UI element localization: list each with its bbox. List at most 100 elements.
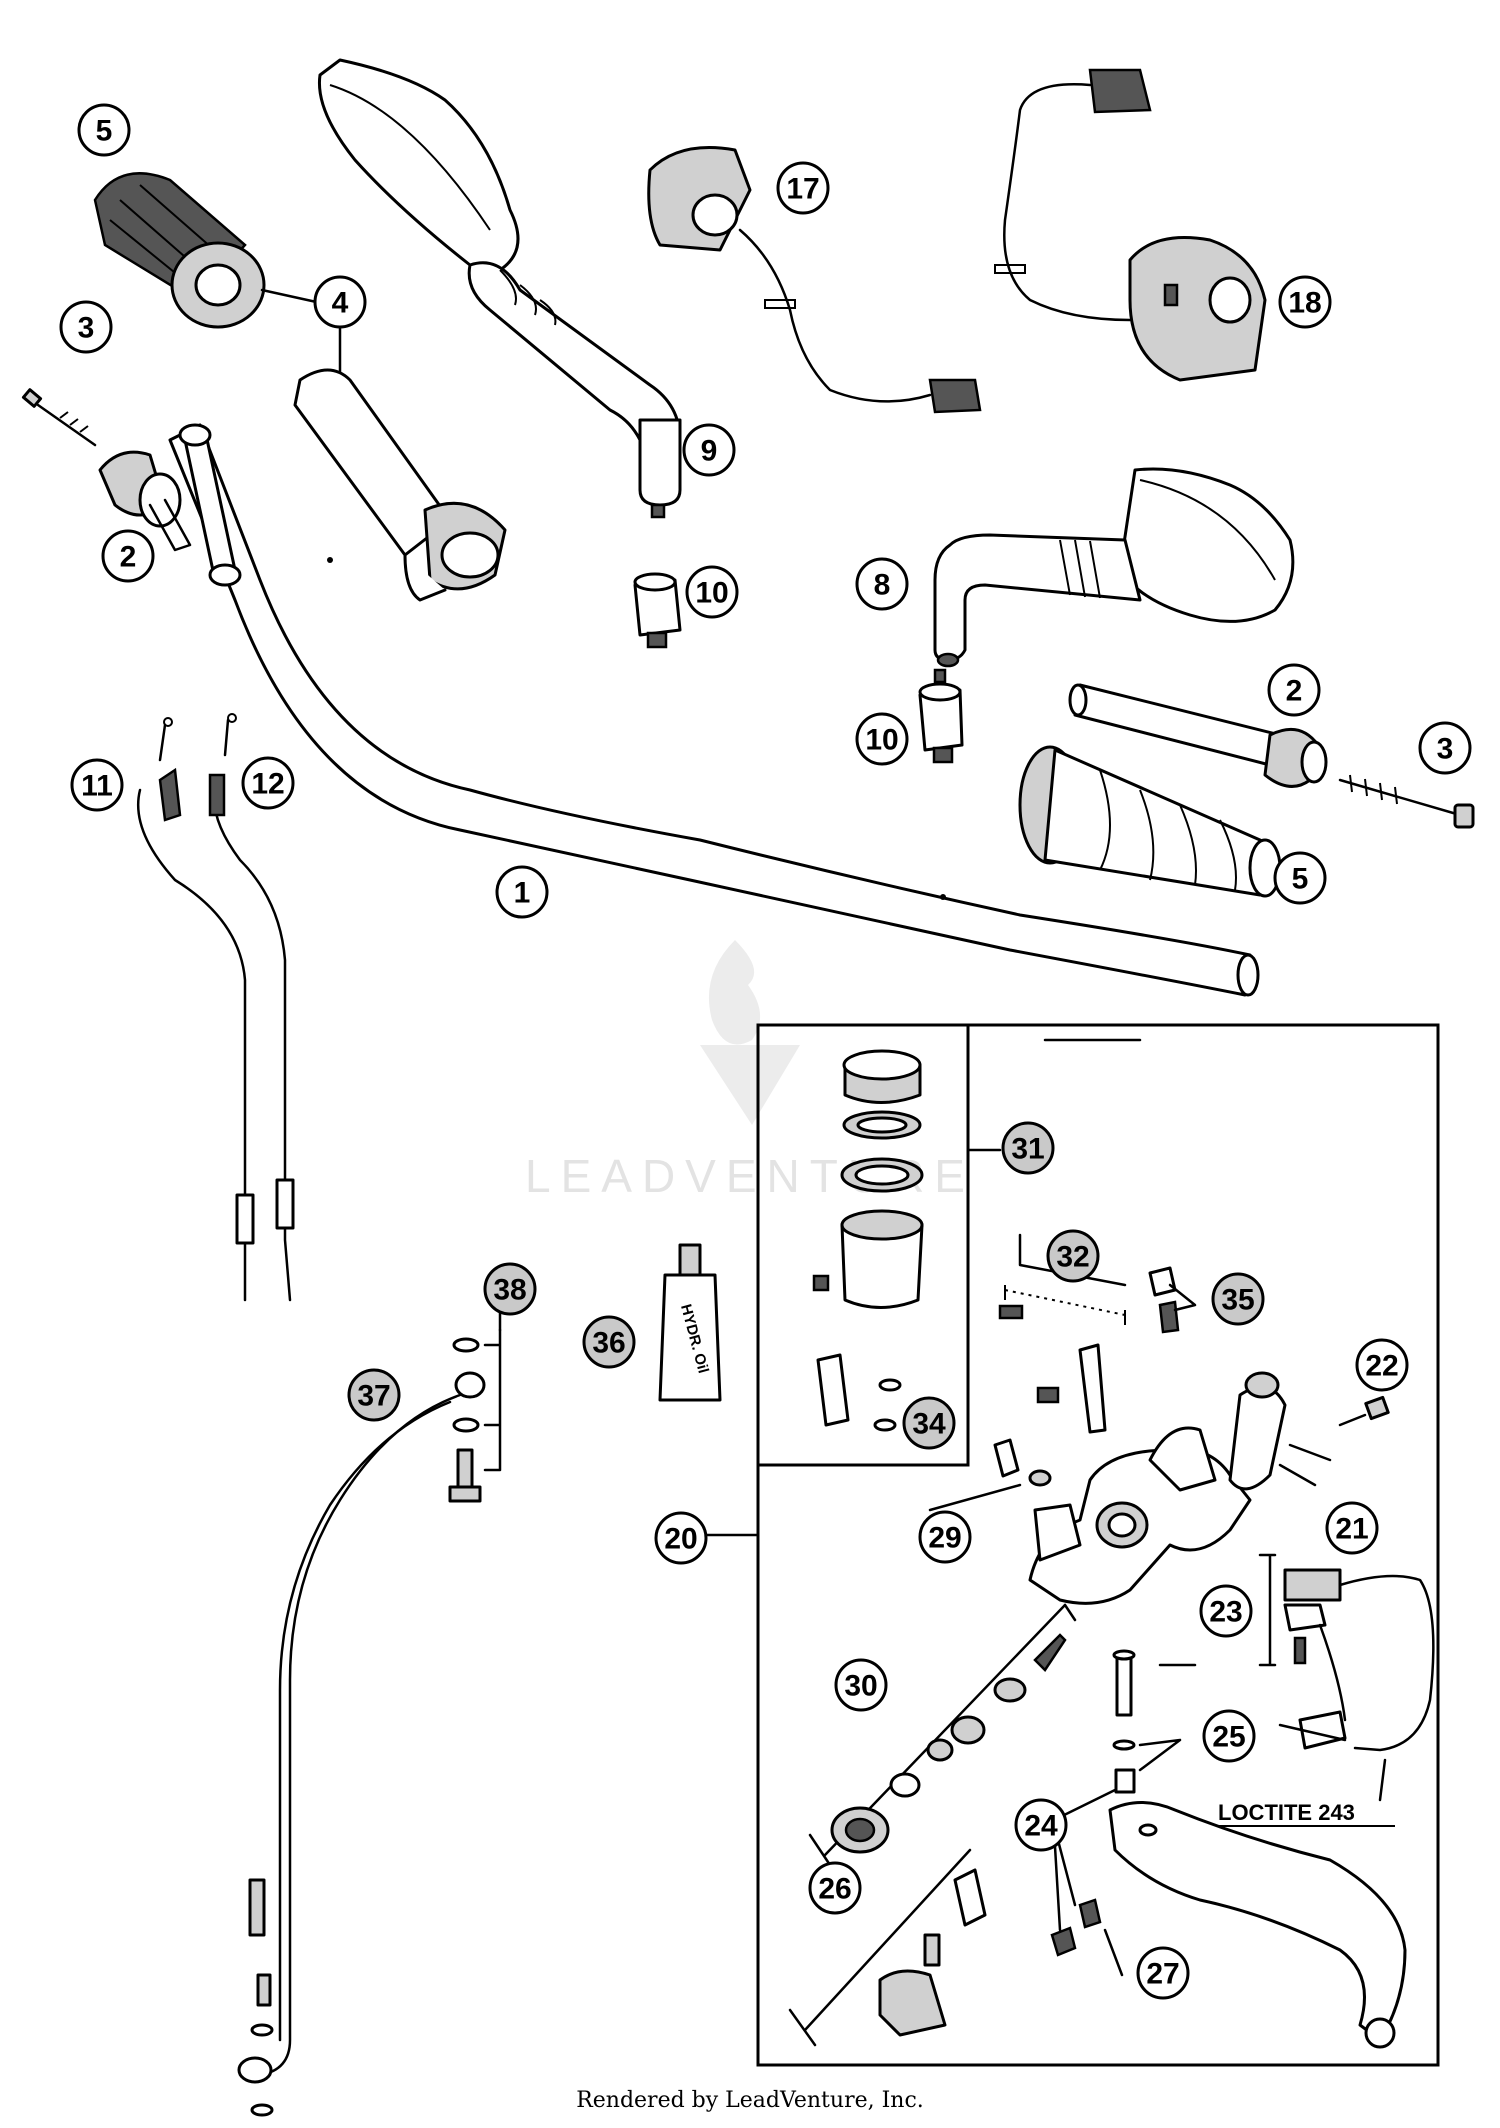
callout-26: 26 xyxy=(808,1861,862,1915)
callout-38: 38 xyxy=(483,1262,537,1316)
reservoir-frame xyxy=(756,1023,970,1467)
callout-34: 34 xyxy=(902,1396,956,1450)
callout-number: 4 xyxy=(332,287,349,320)
callout-circle xyxy=(834,1658,888,1712)
callout-circle xyxy=(1325,1501,1379,1555)
left-grip xyxy=(93,172,266,329)
right-switch xyxy=(994,68,1267,382)
callout-number: 36 xyxy=(592,1327,625,1360)
callout-number: 27 xyxy=(1146,1958,1179,1991)
footer-credit: Rendered by LeadVenture, Inc. xyxy=(576,2088,924,2113)
callout-circle xyxy=(776,161,830,215)
master-cylinder-frame xyxy=(756,1023,1440,2067)
callout-number: 30 xyxy=(844,1670,877,1703)
callout-circle xyxy=(855,712,909,766)
callout-number: 1 xyxy=(514,877,531,910)
callout-29: 29 xyxy=(918,1510,972,1564)
callout-number: 2 xyxy=(120,541,137,574)
clamp-bolt xyxy=(1338,1395,1390,1427)
reservoir-bracket xyxy=(998,1285,1126,1434)
master-cylinder-body xyxy=(1028,1426,1252,1605)
callout-circle xyxy=(1014,1798,1068,1852)
callout-number: 25 xyxy=(1212,1721,1245,1754)
callout-circle xyxy=(1355,1338,1409,1392)
callout-number: 12 xyxy=(251,768,284,801)
mirror-adapter-right xyxy=(918,668,964,764)
callout-circle xyxy=(241,756,295,810)
banjo-bolt-set xyxy=(448,1308,502,1503)
callout-23: 23 xyxy=(1199,1584,1253,1638)
callout-circle xyxy=(682,423,736,477)
callout-number: 17 xyxy=(786,173,819,206)
callout-number: 29 xyxy=(928,1522,961,1555)
callout-number: 10 xyxy=(865,724,898,757)
callout-number: 24 xyxy=(1024,1810,1058,1843)
callout-circle xyxy=(582,1315,636,1369)
callout-circle xyxy=(902,1396,956,1450)
callout-number: 18 xyxy=(1288,287,1321,320)
left-bar-end xyxy=(98,423,242,587)
callout-10: 10 xyxy=(855,712,909,766)
callout-31: 31 xyxy=(1001,1121,1055,1175)
callout-circle xyxy=(1211,1272,1265,1326)
brake-light-switch xyxy=(1258,1553,1435,1752)
callout-number: 31 xyxy=(1011,1133,1044,1166)
callout-35: 35 xyxy=(1211,1272,1265,1326)
callout-20: 20 xyxy=(654,1511,708,1565)
left-mirror xyxy=(317,58,682,519)
right-mirror xyxy=(933,467,1295,668)
callout-36: 36 xyxy=(582,1315,636,1369)
left-switch xyxy=(647,146,982,414)
callout-number: 5 xyxy=(1292,863,1309,896)
callout-circle xyxy=(855,557,909,611)
right-bolt xyxy=(1338,774,1475,829)
callout-circle xyxy=(918,1510,972,1564)
callout-circle xyxy=(1136,1946,1190,2000)
callout-circle xyxy=(495,865,549,919)
callout-8: 8 xyxy=(855,557,909,611)
callout-21: 21 xyxy=(1325,1501,1379,1555)
hydraulic-oil-bottle: HYDR. Oil xyxy=(658,1243,722,1402)
callout-circle xyxy=(808,1861,862,1915)
callout-circle xyxy=(1278,275,1332,329)
callout-circle xyxy=(77,103,131,157)
mirror-adapter-left xyxy=(633,572,682,649)
callout-number: 35 xyxy=(1221,1284,1254,1317)
callout-circle xyxy=(101,529,155,583)
handlebar xyxy=(168,423,1260,997)
callout-number: 26 xyxy=(818,1873,851,1906)
callout-number: 3 xyxy=(78,312,95,345)
callout-circle xyxy=(1046,1229,1100,1283)
callout-25: 25 xyxy=(1202,1709,1256,1763)
callout-circle xyxy=(685,565,739,619)
callout-18: 18 xyxy=(1278,275,1332,329)
callout-circle xyxy=(1267,663,1321,717)
clutch-hose xyxy=(237,1371,486,2084)
clamp xyxy=(1228,1371,1332,1491)
callout-number: 32 xyxy=(1056,1241,1089,1274)
callout-number: 8 xyxy=(874,569,891,602)
callout-number: 5 xyxy=(96,115,113,148)
callout-27: 27 xyxy=(1136,1946,1190,2000)
callout-number: 9 xyxy=(701,435,718,468)
piston-kit xyxy=(808,1603,1077,1867)
callout-circle xyxy=(59,300,113,354)
callout-5: 5 xyxy=(1273,851,1327,905)
callout-9: 9 xyxy=(682,423,736,477)
callout-37: 37 xyxy=(347,1368,401,1422)
callout-32: 32 xyxy=(1046,1229,1100,1283)
callout-number: 37 xyxy=(357,1380,390,1413)
callout-3: 3 xyxy=(1418,721,1472,775)
callout-2: 2 xyxy=(101,529,155,583)
adjuster-assembly xyxy=(788,1848,987,2047)
callout-number: 38 xyxy=(493,1274,526,1307)
callout-30: 30 xyxy=(834,1658,888,1712)
callout-4: 4 xyxy=(313,275,367,329)
callout-circle xyxy=(654,1511,708,1565)
throttle-cables xyxy=(136,713,295,1302)
callout-number: 2 xyxy=(1286,675,1303,708)
callout-circle xyxy=(1418,721,1472,775)
callout-circle xyxy=(1273,851,1327,905)
callout-circle xyxy=(483,1262,537,1316)
